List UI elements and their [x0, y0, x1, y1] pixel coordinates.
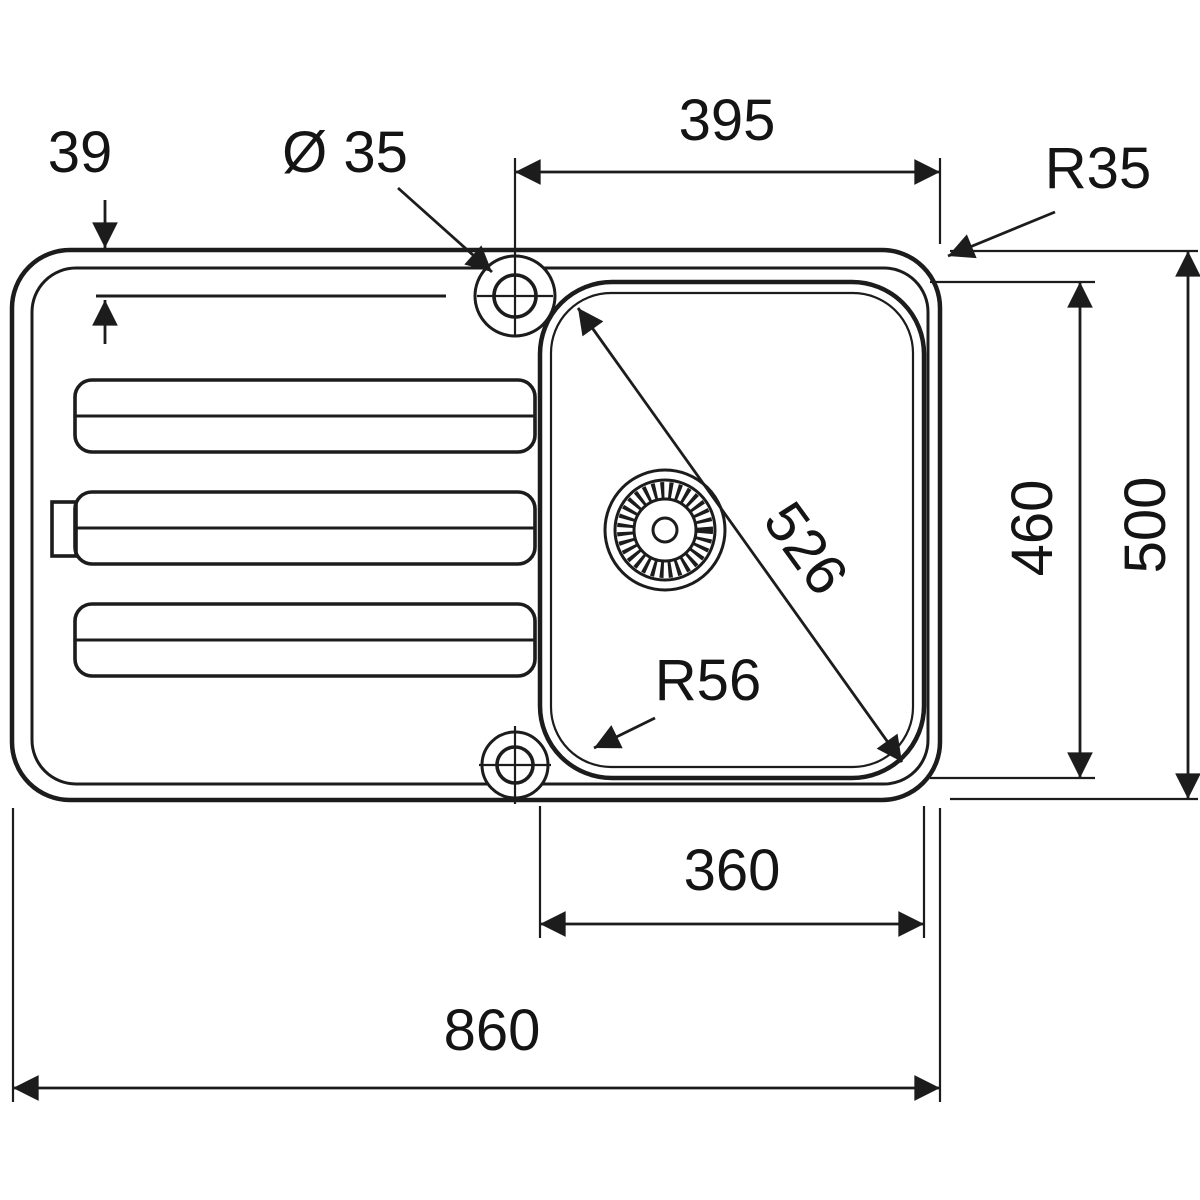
dim-label-460: 460 — [1000, 480, 1065, 577]
bowl-outer-edge — [537, 279, 927, 781]
tap-hole-circle — [492, 273, 538, 319]
dim-label-39: 39 — [48, 120, 113, 185]
dimension-line — [576, 307, 904, 763]
dim-label-860: 860 — [444, 998, 541, 1063]
drainboard-channel-middle — [50, 490, 537, 566]
dim-r56: R56 — [593, 648, 761, 750]
leader-line — [397, 186, 493, 274]
dim-label-r35: R35 — [1045, 136, 1151, 201]
dim-395: 395 — [515, 88, 942, 244]
drainboard-channel-top — [73, 378, 537, 454]
drain-center — [651, 516, 679, 544]
drain-hatched-ring — [617, 482, 713, 578]
dim-500: 500 — [950, 249, 1200, 801]
dim-label-395: 395 — [679, 88, 776, 153]
bowl — [537, 279, 927, 781]
leader-line — [947, 210, 1056, 259]
dim-860: 860 — [11, 808, 942, 1102]
drain-inner-ring — [632, 497, 698, 563]
drainboard-channel-bottom — [73, 602, 537, 678]
overflow-notch — [50, 500, 78, 558]
leader-line — [593, 716, 656, 750]
dim-label-500: 500 — [1113, 477, 1178, 574]
dim-360: 360 — [538, 806, 926, 938]
dim-dia-35: Ø 35 — [282, 120, 493, 274]
dim-460: 460 — [930, 280, 1095, 780]
tap-hole-bottom — [479, 726, 551, 804]
dim-label-526: 526 — [751, 490, 860, 607]
bowl-inner-edge — [549, 291, 915, 769]
tap-hole-top — [477, 158, 553, 336]
drainboard — [50, 378, 537, 678]
dim-label-360: 360 — [684, 838, 781, 903]
dim-label-r56: R56 — [655, 648, 761, 713]
dim-r35: R35 — [947, 136, 1151, 259]
dim-label-dia-35: Ø 35 — [282, 120, 408, 185]
tap-hole-circle — [495, 745, 535, 785]
dim-39: 39 — [48, 120, 446, 344]
